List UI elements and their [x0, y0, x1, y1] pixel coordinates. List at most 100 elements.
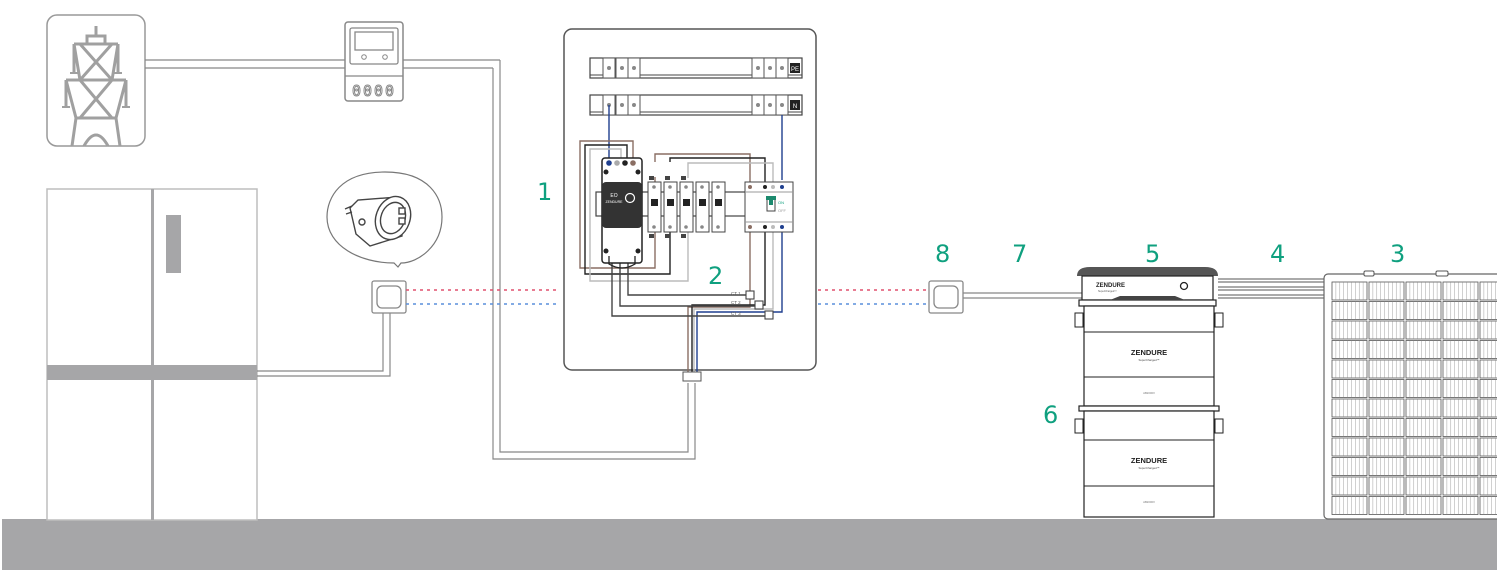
ct-clamps — [745, 290, 774, 320]
pack-model-upper: AB2000X — [1143, 391, 1155, 395]
pe-tag: PE — [791, 67, 799, 73]
solar-cell — [1368, 320, 1405, 340]
solar-cell — [1331, 437, 1368, 457]
solar-cell — [1479, 437, 1497, 457]
ct2-label: CT 2 — [731, 300, 741, 305]
solar-cell — [1479, 476, 1497, 496]
label-3-solar-panel: 3 — [1390, 240, 1406, 268]
smart-meter-device: EO ZENDURE — [601, 157, 643, 269]
solar-panel — [1323, 270, 1497, 520]
hub-brand: ZENDURE — [1096, 283, 1125, 289]
solar-cell — [1442, 359, 1479, 379]
solar-cell — [1331, 320, 1368, 340]
solar-cell — [1442, 418, 1479, 437]
solar-cell — [1368, 379, 1405, 398]
pack-brand-upper: ZENDURE — [1131, 348, 1167, 357]
solar-cell — [1368, 496, 1405, 515]
solar-cell — [1368, 437, 1405, 457]
power-line-dotted — [406, 289, 929, 305]
ct1-label: CT 1 — [731, 291, 741, 296]
label-6-battery: 6 — [1043, 401, 1059, 429]
meter-digits: 0000 — [352, 82, 396, 100]
pack-tagline-upper: SuperCharged™ — [1139, 358, 1160, 362]
rcd-off-label: OFF — [778, 208, 787, 213]
solar-cell — [1442, 340, 1479, 359]
solar-cell — [1405, 379, 1442, 398]
solar-cell — [1331, 398, 1368, 418]
label-1-smart-meter: 1 — [537, 178, 553, 206]
junction-box — [1363, 270, 1375, 277]
ct3-label: CT 3 — [731, 311, 741, 316]
solar-cell — [1479, 301, 1497, 320]
solar-cell — [1479, 359, 1497, 379]
pe-busbar — [589, 57, 803, 79]
solarflow-hub: ZENDURE SuperCharged™ — [1077, 267, 1218, 307]
solar-cell — [1405, 281, 1442, 301]
solar-cell — [1331, 418, 1368, 437]
junction-box — [1435, 270, 1449, 277]
solar-cell — [1405, 496, 1442, 515]
solar-cell — [1479, 457, 1497, 476]
circuit-breakers — [647, 181, 726, 233]
solar-cell — [1368, 476, 1405, 496]
solar-cell — [1479, 320, 1497, 340]
solar-cell — [1442, 496, 1479, 515]
solar-cell — [1442, 281, 1479, 301]
solar-cell — [1405, 340, 1442, 359]
solar-cell — [1368, 301, 1405, 320]
solar-cell — [1405, 359, 1442, 379]
solar-cell — [1368, 359, 1405, 379]
appliance-cable — [257, 313, 391, 377]
wall-socket-right — [928, 280, 964, 314]
solar-cell — [1368, 398, 1405, 418]
solar-cell — [1442, 476, 1479, 496]
smart-meter-brand: ZENDURE — [606, 200, 624, 204]
wall-socket-left — [371, 280, 407, 314]
battery-pack-lower: ZENDURE SuperCharged™ AB2000X — [1074, 405, 1224, 518]
ground-floor — [2, 519, 1497, 570]
utility-meter-icon — [344, 21, 404, 102]
rcd-on-label: ON — [778, 200, 784, 205]
solar-cell — [1331, 281, 1368, 301]
solar-cell — [1405, 398, 1442, 418]
solar-cell — [1331, 301, 1368, 320]
solar-cell — [1479, 398, 1497, 418]
pack-brand-lower: ZENDURE — [1131, 456, 1167, 465]
solar-cell — [1368, 457, 1405, 476]
solar-cell — [1331, 476, 1368, 496]
solar-cell — [1331, 359, 1368, 379]
solar-cell — [1405, 437, 1442, 457]
solar-cell — [1368, 281, 1405, 301]
solar-cell — [1442, 379, 1479, 398]
smart-meter-model: EO — [610, 193, 617, 199]
solar-cell — [1442, 437, 1479, 457]
panel-wiring — [579, 105, 783, 375]
label-8-socket: 8 — [935, 240, 951, 268]
solar-cell — [1479, 281, 1497, 301]
solar-cell — [1331, 379, 1368, 398]
label-2-ct-clamps: 2 — [708, 262, 724, 290]
pack-tagline-lower: SuperCharged™ — [1139, 466, 1160, 470]
solar-cell — [1331, 457, 1368, 476]
solar-cell — [1405, 476, 1442, 496]
power-grid-tower-icon — [46, 14, 146, 147]
solar-cell — [1405, 320, 1442, 340]
solar-cell — [1442, 398, 1479, 418]
solar-cell — [1405, 457, 1442, 476]
pack-model-lower: AB2000X — [1143, 500, 1155, 504]
battery-pack-upper: ZENDURE SuperCharged™ AB2000X — [1074, 305, 1224, 407]
solar-cell — [1405, 418, 1442, 437]
solar-cell — [1368, 418, 1405, 437]
solar-cell — [1442, 320, 1479, 340]
cable-gland — [682, 371, 702, 382]
solar-cell — [1368, 340, 1405, 359]
solar-cell — [1479, 418, 1497, 437]
solar-cell — [1479, 496, 1497, 515]
label-7-ac-cable: 7 — [1012, 240, 1028, 268]
solar-cell — [1331, 496, 1368, 515]
rcd-switch: ON OFF — [744, 181, 794, 233]
ac-cable — [963, 292, 1082, 299]
n-tag: N — [793, 104, 797, 110]
label-5-hub: 5 — [1145, 240, 1161, 268]
